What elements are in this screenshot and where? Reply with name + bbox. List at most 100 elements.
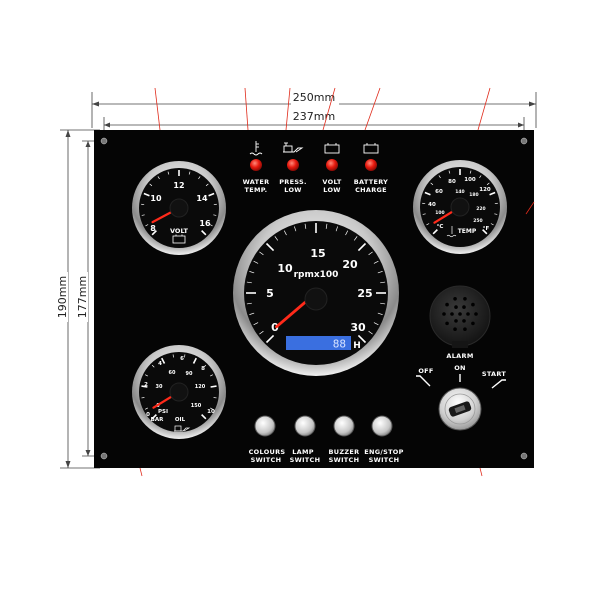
volt-low-label-line2: LOW <box>323 186 341 194</box>
press-low-label-line1: PRESS. <box>279 178 307 186</box>
temp-unit-c: °C <box>437 224 444 230</box>
warning-light-4: BATTERY CHARGE <box>354 143 388 194</box>
minor-tick <box>253 322 259 326</box>
major-tick <box>143 192 150 197</box>
grille-hole <box>454 319 458 323</box>
height-outer-label: 190mm <box>56 276 69 318</box>
temp-f-tick-0: 100 <box>435 210 444 216</box>
tacho-tick-label-2: 10 <box>277 262 293 275</box>
minor-tick <box>377 312 383 315</box>
volt-gauge: 8 10 12 14 16 VOLT <box>132 161 226 255</box>
switch-buzzer[interactable]: BUZZER SWITCH <box>329 415 360 464</box>
minor-tick <box>210 374 214 377</box>
temp-f-tick-4: 250 <box>473 218 482 224</box>
switch-eng-stop-line1: ENG/STOP <box>364 448 403 456</box>
water-temp-icon <box>446 226 457 238</box>
major-tick <box>357 242 367 252</box>
minor-tick <box>144 407 148 410</box>
water-temp-icon <box>249 141 263 156</box>
oil-pressure-gauge: 0 30 60 90 120 150 0 2 4 6 8 10 PSI BAR … <box>132 345 226 439</box>
width-inner-label: 237mm <box>293 110 335 123</box>
minor-tick <box>259 330 264 335</box>
battery-icon <box>172 234 186 244</box>
temp-gauge-label: TEMP <box>458 228 477 235</box>
tacho-unit-label: rpmx100 <box>294 270 339 280</box>
tacho-lcd-unit: H <box>353 341 361 351</box>
tacho-lcd-display <box>286 336 351 350</box>
minor-tick <box>249 271 255 274</box>
warning-light-1: WATER TEMP. <box>243 141 269 194</box>
alarm-buzzer: ALARM <box>429 285 491 360</box>
temp-f-tick-1: 140 <box>455 189 464 195</box>
minor-tick <box>490 223 494 226</box>
oil-bar-tick-0: 0 <box>146 412 150 418</box>
minor-tick <box>380 302 386 305</box>
oil-psi-tick-5: 150 <box>191 403 202 409</box>
minor-tick <box>353 236 358 241</box>
minor-tick <box>368 330 373 335</box>
major-tick <box>482 229 488 235</box>
minor-tick <box>188 171 191 175</box>
battery-icon <box>363 143 379 154</box>
temp-unit-f: °F <box>483 226 490 232</box>
volt-gauge-tick-marks <box>141 170 217 236</box>
minor-tick <box>144 374 148 377</box>
oil-bar-tick-5: 10 <box>207 409 215 415</box>
water-temp-warning-light <box>250 159 262 171</box>
grille-hole <box>450 312 454 316</box>
minor-tick <box>203 364 207 368</box>
major-tick <box>424 191 431 196</box>
grille-hole <box>458 312 462 316</box>
minor-tick <box>246 281 252 284</box>
oil-psi-tick-4: 120 <box>195 384 206 390</box>
minor-tick <box>198 176 201 180</box>
minor-tick <box>448 170 451 174</box>
dimension-arrows <box>65 101 536 468</box>
minor-tick <box>325 223 328 229</box>
battery-charge-warning-light <box>365 159 377 171</box>
switch-lamp-line2: SWITCH <box>290 456 321 464</box>
grille-hole <box>471 302 475 307</box>
grille-hole <box>462 305 466 309</box>
switch-lamp-line1: LAMP <box>292 448 314 456</box>
ignition-switch[interactable]: OFF ON START <box>416 364 507 431</box>
minor-tick <box>141 214 145 216</box>
minor-tick <box>157 176 160 180</box>
tacho-tick-marks <box>246 223 386 344</box>
water-temp-label-line2: TEMP. <box>245 186 268 194</box>
major-tick <box>201 230 207 236</box>
grille-hole <box>445 302 449 307</box>
volt-tick-label-4: 16 <box>199 219 211 228</box>
switch-lamp[interactable]: LAMP SWITCH <box>290 415 321 464</box>
grille-hole <box>474 312 478 316</box>
panel-screws <box>100 137 528 460</box>
oil-psi-tick-1: 30 <box>156 384 163 390</box>
switch-buzzer-line2: SWITCH <box>329 456 360 464</box>
temp-c-tick-2: 80 <box>448 179 456 185</box>
grille-hole <box>471 321 475 326</box>
switch-colours[interactable]: COLOURS SWITCH <box>249 415 286 464</box>
minor-tick <box>335 226 338 232</box>
oil-gauge-label: OIL <box>175 417 186 423</box>
minor-tick <box>151 364 155 368</box>
grille-hole <box>454 305 458 309</box>
warning-light-2: PRESS. LOW <box>279 142 307 194</box>
volt-tick-label-1: 10 <box>150 194 162 203</box>
volt-tick-label-0: 8 <box>150 224 156 233</box>
minor-tick <box>213 214 217 216</box>
major-tick <box>208 192 215 197</box>
oil-psi-tick-3: 90 <box>186 371 193 377</box>
major-tick <box>141 385 148 388</box>
ignition-start-label: START <box>482 370 507 378</box>
major-tick <box>201 414 207 420</box>
oil-bar-tick-3: 6 <box>180 356 184 362</box>
minor-tick <box>209 224 213 227</box>
minor-tick <box>430 182 434 186</box>
switch-eng-stop[interactable]: ENG/STOP SWITCH <box>364 415 403 464</box>
minor-tick <box>253 260 259 264</box>
oil-can-icon <box>174 425 191 432</box>
major-tick <box>489 191 496 196</box>
minor-tick <box>426 223 430 226</box>
switch-colours-line2: SWITCH <box>251 456 282 464</box>
minor-tick <box>373 260 379 264</box>
